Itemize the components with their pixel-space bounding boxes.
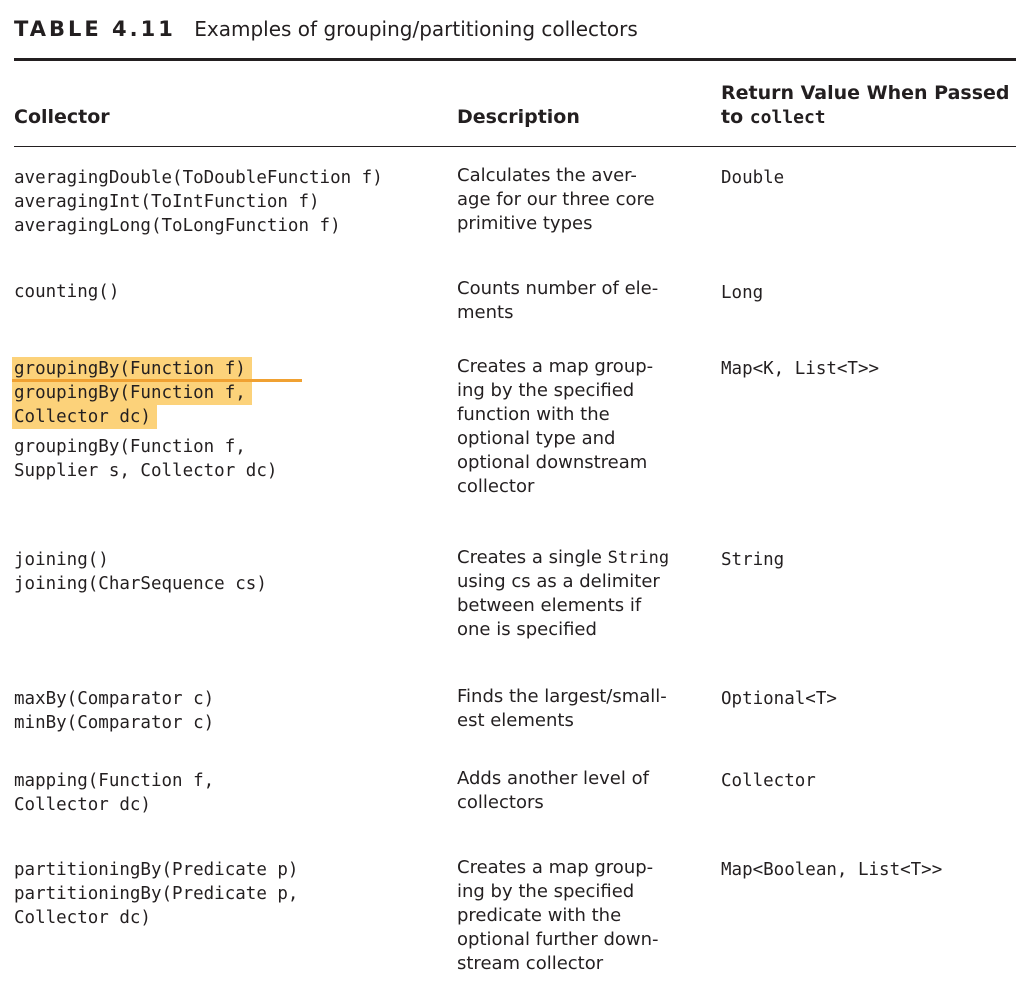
desc-line: Counts number of ele- xyxy=(457,278,659,299)
row-mapping-description: Adds another level of collectors xyxy=(457,767,719,815)
desc-line: collector xyxy=(457,476,535,497)
row-groupingby-description: Creates a map group- ing by the specifie… xyxy=(457,355,719,499)
table-caption: TABLE 4.11 Examples of grouping/partitio… xyxy=(14,17,638,41)
row-averaging-return: Double xyxy=(721,168,785,188)
code-line: groupingBy(Function f, xyxy=(14,437,246,457)
header-return-prefix: to xyxy=(721,106,750,128)
highlighted-code-line: groupingBy(Function f) xyxy=(12,357,454,381)
header-return-line1: Return Value When Passed xyxy=(721,82,1010,104)
code-line: Supplier s, Collector dc) xyxy=(14,461,278,481)
row-partitioningby-return: Map<Boolean, List<T>> xyxy=(721,860,943,880)
highlight-span: Collector dc) xyxy=(12,405,157,429)
desc-line: stream collector xyxy=(457,953,604,974)
desc-line: optional downstream xyxy=(457,452,648,473)
code-line: Collector dc) xyxy=(14,795,151,815)
desc-line: age for our three core xyxy=(457,189,655,210)
code-line: partitioningBy(Predicate p) xyxy=(14,860,299,880)
code-line: Collector dc) xyxy=(14,908,151,928)
desc-line: function with the xyxy=(457,404,610,425)
code-line: mapping(Function f, xyxy=(14,771,215,791)
row-mapping-collector: mapping(Function f, Collector dc) xyxy=(14,769,454,817)
desc-prefix: Creates a single xyxy=(457,547,608,568)
code-line: averagingInt(ToIntFunction f) xyxy=(14,192,320,212)
table-number: TABLE 4.11 xyxy=(14,17,176,41)
desc-line: primitive types xyxy=(457,213,593,234)
header-collector: Collector xyxy=(14,106,110,128)
row-groupingby-collector: groupingBy(Function f) groupingBy(Functi… xyxy=(12,357,454,483)
desc-line: using cs as a delimiter xyxy=(457,571,660,592)
header-return-code: collect xyxy=(749,107,826,128)
desc-line: optional type and xyxy=(457,428,616,449)
highlight-underline xyxy=(12,379,302,382)
code-line: joining(CharSequence cs) xyxy=(14,574,267,594)
code-line: counting() xyxy=(14,282,120,302)
desc-line: Finds the largest/small- xyxy=(457,686,667,707)
desc-line: predicate with the xyxy=(457,905,622,926)
row-maxby-return: Optional<T> xyxy=(721,689,837,709)
desc-line: optional further down- xyxy=(457,929,659,950)
desc-line: ing by the specified xyxy=(457,380,635,401)
row-counting-collector: counting() xyxy=(14,280,454,304)
desc-line: ments xyxy=(457,302,514,323)
highlighted-code-line: groupingBy(Function f, xyxy=(12,381,454,405)
row-counting-return: Long xyxy=(721,283,764,303)
desc-line: Calculates the aver- xyxy=(457,165,637,186)
row-joining-collector: joining() joining(CharSequence cs) xyxy=(14,548,454,596)
code-line: partitioningBy(Predicate p, xyxy=(14,884,299,904)
desc-line: Creates a map group- xyxy=(457,857,654,878)
desc-line: Creates a map group- xyxy=(457,356,654,377)
row-mapping-return: Collector xyxy=(721,771,816,791)
row-averaging-description: Calculates the aver- age for our three c… xyxy=(457,164,719,236)
highlight-span: groupingBy(Function f) xyxy=(12,357,252,381)
highlighted-code-line: Collector dc) xyxy=(12,405,454,429)
row-partitioningby-description: Creates a map group- ing by the specifie… xyxy=(457,856,719,976)
code-line: averagingDouble(ToDoubleFunction f) xyxy=(14,168,383,188)
desc-line: one is specified xyxy=(457,619,597,640)
code-line: maxBy(Comparator c) xyxy=(14,689,215,709)
top-rule xyxy=(14,58,1016,61)
desc-line: Creates a single String xyxy=(457,546,719,570)
row-partitioningby-collector: partitioningBy(Predicate p) partitioning… xyxy=(14,858,454,930)
desc-line: Adds another level of xyxy=(457,768,649,789)
table-title: Examples of grouping/partitioning collec… xyxy=(194,17,638,41)
row-counting-description: Counts number of ele- ments xyxy=(457,277,719,325)
highlight-span: groupingBy(Function f, xyxy=(12,381,252,405)
desc-line: est elements xyxy=(457,710,574,731)
code-line: averagingLong(ToLongFunction f) xyxy=(14,216,341,236)
header-return-line2: to collect xyxy=(721,105,1016,129)
desc-line: between elements if xyxy=(457,595,642,616)
desc-line: ing by the specified xyxy=(457,881,635,902)
row-joining-description: Creates a single String using cs as a de… xyxy=(457,546,719,642)
header-return-value: Return Value When Passed to collect xyxy=(721,81,1016,129)
row-joining-return: String xyxy=(721,550,785,570)
desc-line: collectors xyxy=(457,792,544,813)
header-rule xyxy=(14,146,1016,147)
code-line: minBy(Comparator c) xyxy=(14,713,215,733)
row-groupingby-return: Map<K, List<T>> xyxy=(721,359,880,379)
row-maxby-description: Finds the largest/small- est elements xyxy=(457,685,719,733)
header-description: Description xyxy=(457,106,580,128)
code-line: joining() xyxy=(14,550,109,570)
desc-code: String xyxy=(607,548,670,568)
row-maxby-collector: maxBy(Comparator c) minBy(Comparator c) xyxy=(14,687,454,735)
table-page: TABLE 4.11 Examples of grouping/partitio… xyxy=(12,0,1016,1008)
row-averaging-collector: averagingDouble(ToDoubleFunction f) aver… xyxy=(14,166,454,238)
